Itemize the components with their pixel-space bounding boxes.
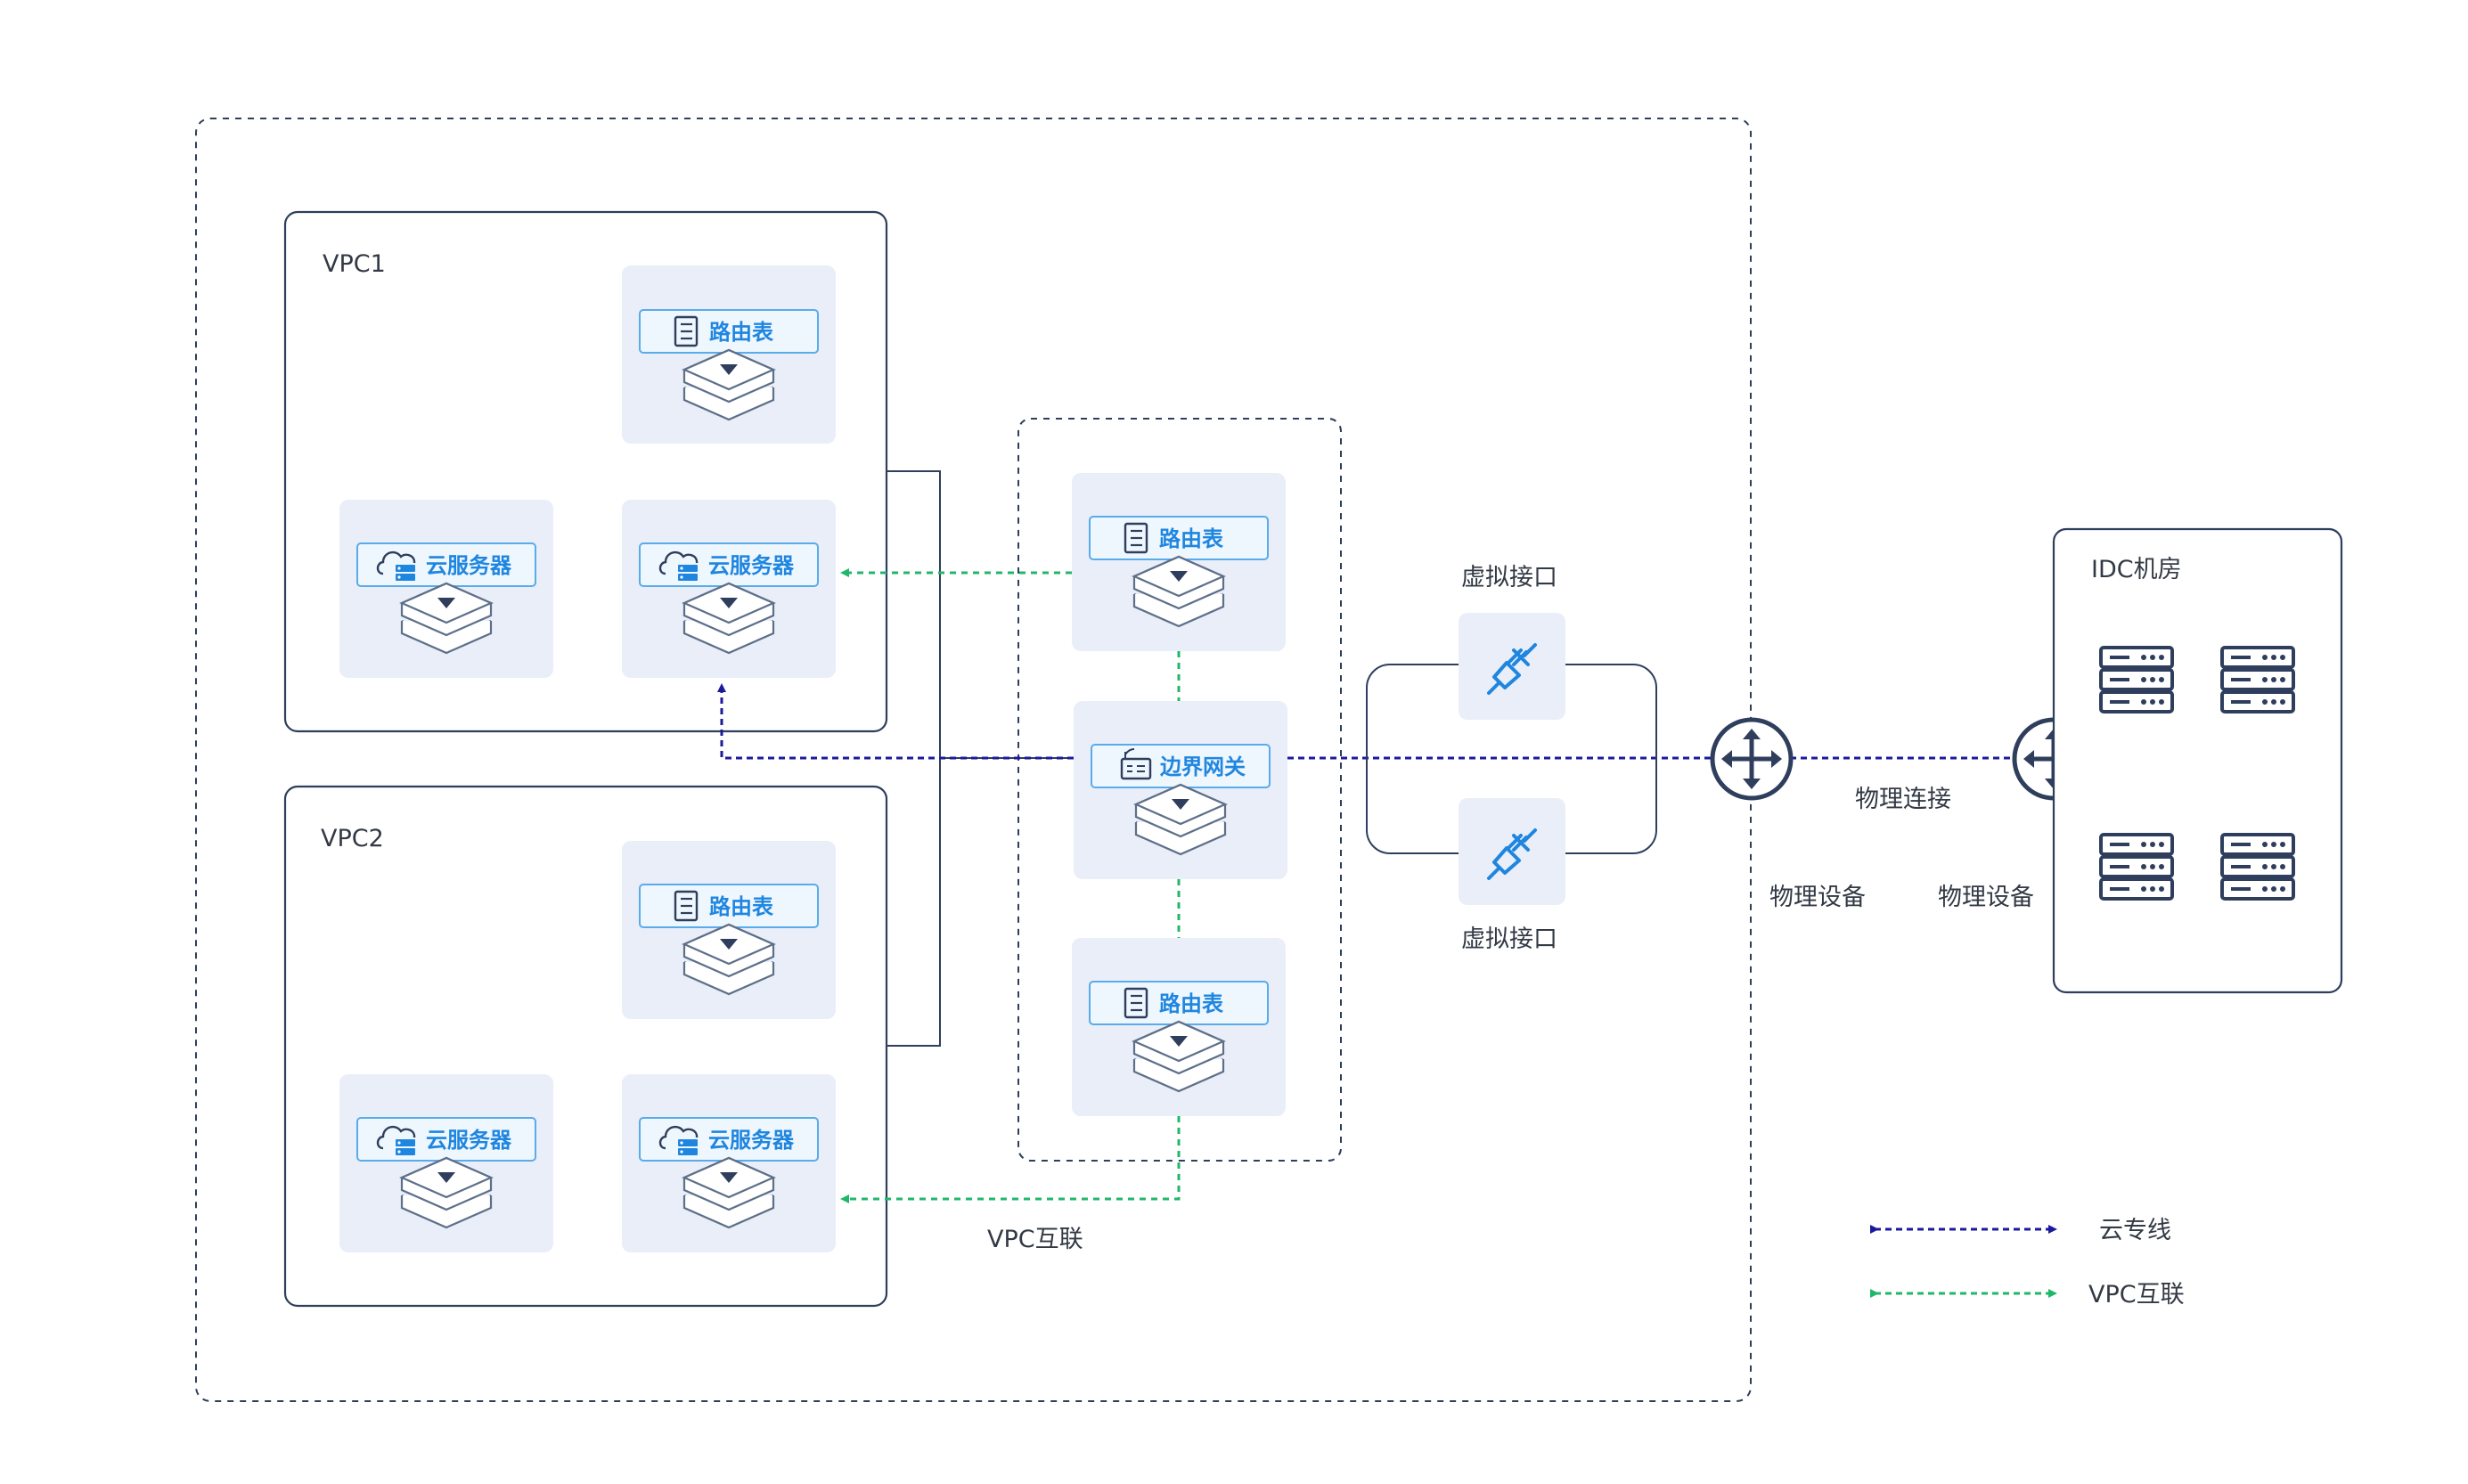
chip-label: 路由表 [1159, 991, 1224, 1016]
vpc1-label: VPC1 [323, 250, 386, 278]
physical-device-left-label: 物理设备 [1769, 884, 1866, 911]
virtual-interface-top [1459, 613, 1565, 720]
vpc2-label: VPC2 [321, 825, 384, 852]
idc-label: IDC机房 [2091, 556, 2182, 583]
virtual-interface-top-label: 虚拟接口 [1461, 564, 1557, 591]
virtual-interface-bottom-label: 虚拟接口 [1461, 925, 1557, 953]
virtual-interface-bottom [1459, 798, 1565, 905]
idc-box [2052, 527, 2343, 994]
vpc1-cloud-server-node-b: 云服务器 [622, 500, 836, 678]
chip-label: 云服务器 [426, 1128, 512, 1153]
chip-label: 路由表 [1159, 526, 1224, 551]
physical-connection-label: 物理连接 [1855, 786, 1951, 813]
physical-device-right-label: 物理设备 [1938, 884, 2034, 911]
vpc1-route-table-node: 路由表 [622, 265, 836, 444]
gateway-route-table-node-top: 路由表 [1072, 473, 1286, 651]
direct-connect-path-vpc1 [717, 683, 1074, 760]
server-rack-icon [2099, 646, 2174, 713]
vpc2-cloud-server-node-a: 云服务器 [339, 1074, 553, 1252]
server-rack-icon [2220, 833, 2295, 901]
vpc2-route-table-node: 路由表 [622, 841, 836, 1019]
gateway-group-frame [1017, 418, 1342, 1162]
legend-label-direct-connect: 云专线 [2099, 1217, 2171, 1244]
border-gateway-node: 边界网关 [1074, 701, 1287, 879]
chip-label: 云服务器 [708, 553, 795, 578]
vpc-peering-caption: VPC互联 [987, 1226, 1083, 1253]
chip-label: 路由表 [709, 894, 774, 919]
gateway-route-table-node-bottom: 路由表 [1072, 938, 1286, 1116]
server-rack-icon [2220, 646, 2295, 713]
vpc-peering-arrow-vpc2 [840, 1116, 1181, 1203]
router-icon [1712, 720, 1791, 798]
server-rack-icon [2099, 833, 2174, 901]
chip-label: 云服务器 [426, 553, 512, 578]
chip-label: 边界网关 [1160, 754, 1246, 779]
legend: 云专线 VPC互联 [1870, 1217, 2185, 1309]
chip-label: 云服务器 [708, 1128, 795, 1153]
legend-label-vpc-peering: VPC互联 [2088, 1281, 2185, 1309]
vpc1-cloud-server-node-a: 云服务器 [339, 500, 553, 678]
vpc2-cloud-server-node-b: 云服务器 [622, 1074, 836, 1252]
chip-label: 路由表 [709, 320, 774, 345]
